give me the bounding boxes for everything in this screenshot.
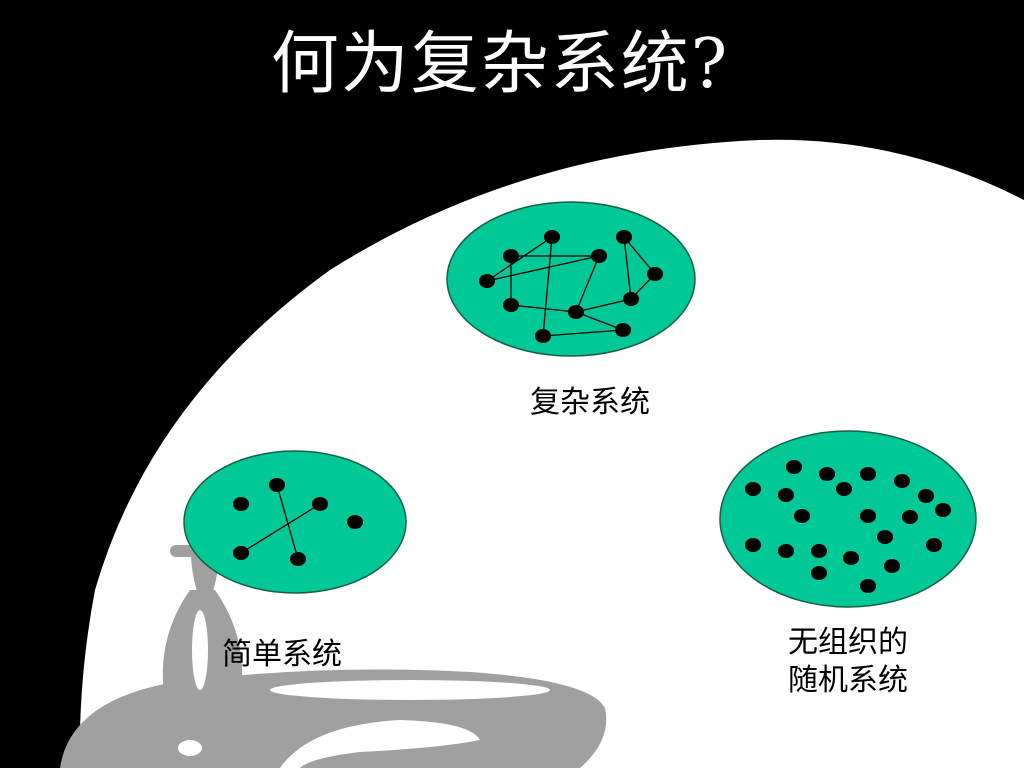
simple-system-label: 简单系统	[222, 637, 342, 672]
complex-system-edge	[575, 311, 624, 331]
complex-system-node	[479, 274, 495, 288]
random-system-node	[894, 474, 910, 488]
random-system-node	[819, 467, 835, 481]
random-system-node	[935, 503, 951, 517]
complex-system-edge	[510, 304, 577, 313]
random-system-node	[778, 488, 794, 502]
complex-system-node	[616, 230, 632, 244]
complex-system-node	[503, 298, 519, 312]
complex-system-node	[591, 249, 607, 263]
complex-system-node	[647, 267, 663, 281]
simple-system-diagram	[183, 450, 407, 594]
random-system-node	[884, 559, 900, 573]
complex-system-edge	[542, 236, 553, 337]
random-system-label-line-2: 随机系统	[788, 663, 908, 698]
ink-splash-highlights	[178, 610, 550, 768]
complex-system-ellipse	[446, 201, 696, 357]
complex-system-node	[568, 305, 584, 319]
simple-system-node	[312, 497, 328, 511]
random-system-node	[794, 509, 810, 523]
spotlight-shape	[79, 139, 1024, 768]
complex-system-edge	[623, 236, 656, 275]
random-system-node	[860, 467, 876, 481]
random-system-node	[902, 510, 918, 524]
random-system-diagram	[719, 430, 977, 608]
random-system-node	[918, 489, 934, 503]
random-system-node	[811, 566, 827, 580]
simple-system-node	[347, 515, 363, 529]
random-system-node	[745, 482, 761, 496]
random-system-node	[860, 579, 876, 593]
random-system-label-line-1: 无组织的	[788, 625, 908, 660]
random-system-node	[778, 544, 794, 558]
complex-system-node	[544, 230, 560, 244]
random-system-node	[811, 544, 827, 558]
complex-system-edge	[486, 255, 600, 282]
complex-system-edge	[542, 329, 624, 337]
random-system-node	[926, 538, 942, 552]
simple-system-edge	[276, 484, 299, 560]
random-system-node	[836, 482, 852, 496]
simple-system-node	[233, 546, 249, 560]
complex-system-edge	[575, 255, 600, 313]
complex-system-node	[615, 323, 631, 337]
simple-system-ellipse	[183, 450, 407, 594]
complex-system-node	[535, 329, 551, 343]
random-system-node	[745, 538, 761, 552]
random-system-label: 无组织的 随机系统	[788, 624, 908, 700]
slide-title: 何为复杂系统?	[270, 25, 730, 104]
complex-system-edge	[575, 298, 632, 313]
random-system-ellipse	[719, 430, 977, 608]
complex-system-label: 复杂系统	[530, 385, 650, 420]
simple-system-node	[269, 478, 285, 492]
complex-system-edge	[623, 236, 632, 300]
random-system-node	[860, 509, 876, 523]
complex-system-edge	[486, 236, 553, 282]
complex-system-node	[503, 249, 519, 263]
random-system-node	[786, 460, 802, 474]
complex-system-node	[623, 292, 639, 306]
simple-system-node	[233, 497, 249, 511]
complex-system-diagram	[446, 201, 696, 357]
random-system-node	[877, 530, 893, 544]
simple-system-node	[290, 552, 306, 566]
random-system-node	[843, 551, 859, 565]
simple-system-edge	[240, 503, 321, 554]
